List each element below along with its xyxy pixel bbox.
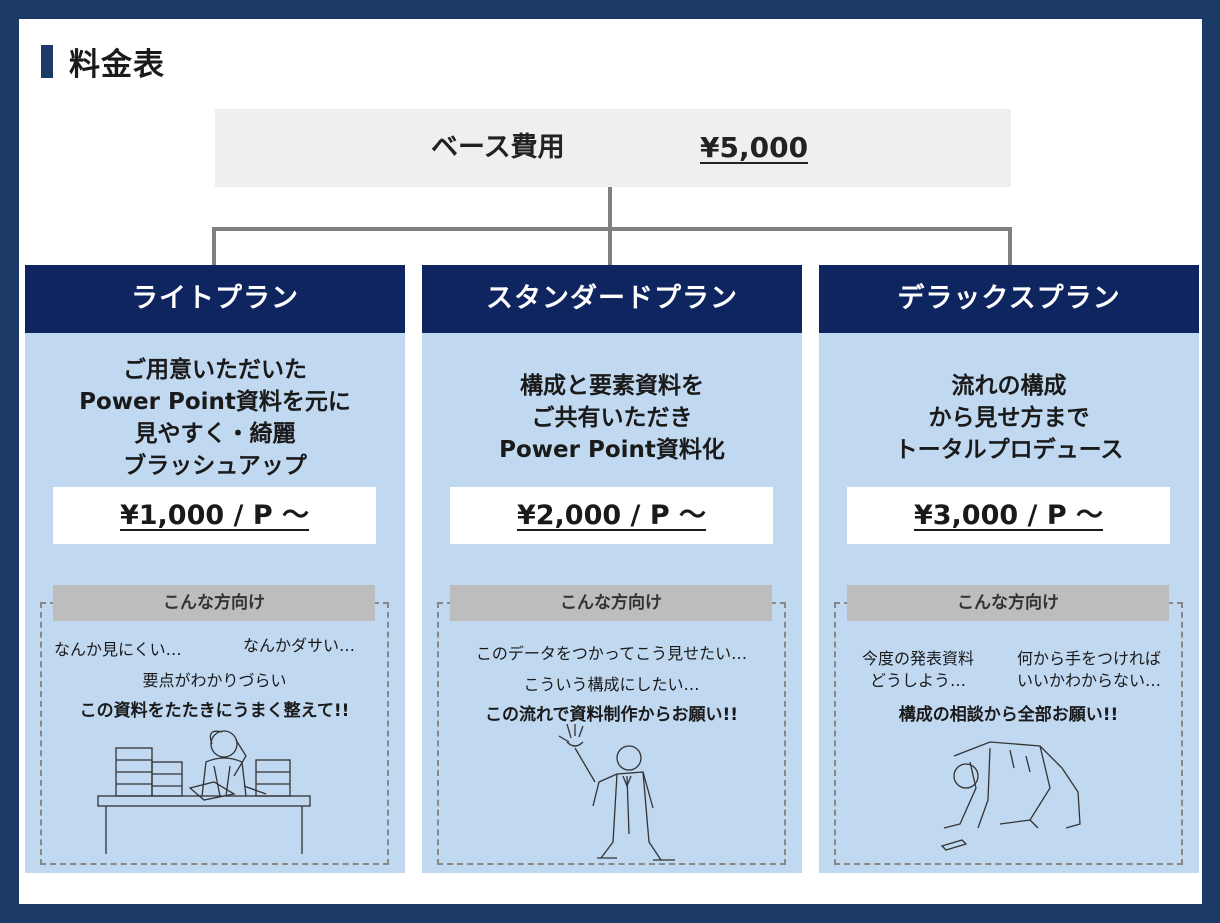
plan-name: スタンダードプラン bbox=[422, 265, 802, 333]
base-fee-price: ¥5,000 bbox=[700, 131, 809, 164]
connector-left bbox=[212, 227, 216, 265]
plan-name: デラックスプラン bbox=[819, 265, 1199, 333]
desc-line: ご用意いただいた bbox=[123, 357, 307, 383]
need-text: このデータをつかってこう見せたい… bbox=[475, 644, 748, 663]
target-audience-box: このデータをつかってこう見せたい… こういう構成にしたい… この流れで資料制作か… bbox=[437, 602, 786, 865]
page-title: 料金表 bbox=[41, 39, 165, 84]
target-audience-box: なんか見にくい… なんかダサい… 要点がわかりづらい この資料をたたきにうまく整… bbox=[40, 602, 389, 865]
kneeling-worker-illustration bbox=[940, 741, 1081, 851]
need-text: なんかダサい… bbox=[243, 636, 356, 655]
desc-line: Power Point資料化 bbox=[499, 437, 725, 463]
plan-price-text: ¥3,000 / P 〜 bbox=[913, 500, 1104, 531]
plan-price-text: ¥1,000 / P 〜 bbox=[119, 500, 310, 531]
need-text: こういう構成にしたい… bbox=[523, 675, 700, 694]
plan-card-standard: スタンダードプラン 構成と要素資料を ご共有いただき Power Point資料… bbox=[422, 265, 802, 873]
plan-description: 流れの構成 から見せ方まで トータルプロデュース bbox=[819, 353, 1199, 483]
need-text: いいかわからない… bbox=[1016, 671, 1161, 690]
base-fee-label: ベース費用 bbox=[431, 132, 565, 163]
connector-trunk bbox=[608, 187, 612, 265]
desc-line: ブラッシュアップ bbox=[123, 453, 307, 479]
desc-line: から見せ方まで bbox=[928, 405, 1090, 431]
plan-price-text: ¥2,000 / P 〜 bbox=[516, 500, 707, 531]
need-text: 何から手をつければ bbox=[1016, 649, 1161, 668]
plan-price: ¥1,000 / P 〜 bbox=[53, 487, 376, 544]
desc-line: 構成と要素資料を bbox=[520, 373, 704, 399]
desc-line: 流れの構成 bbox=[951, 373, 1067, 399]
plan-price: ¥2,000 / P 〜 bbox=[450, 487, 773, 544]
request-text: この資料をたたきにうまく整えて!! bbox=[79, 701, 350, 721]
plan-card-light: ライトプラン ご用意いただいた Power Point資料を元に 見やすく・綺麗… bbox=[25, 265, 405, 873]
plan-description: ご用意いただいた Power Point資料を元に 見やすく・綺麗 ブラッシュア… bbox=[25, 353, 405, 483]
plan-name: ライトプラン bbox=[25, 265, 405, 333]
base-fee-box: ベース費用 ¥5,000 bbox=[215, 109, 1011, 187]
page-canvas: 料金表 ベース費用 ¥5,000 ライトプラン ご用意いただいた Power P… bbox=[19, 19, 1202, 904]
need-text: 今度の発表資料 bbox=[861, 649, 974, 668]
need-text: なんか見にくい… bbox=[54, 640, 182, 659]
desc-line: トータルプロデュース bbox=[894, 437, 1124, 463]
target-audience-box: 今度の発表資料 どうしよう… 何から手をつければ いいかわからない… 構成の相談… bbox=[834, 602, 1183, 865]
need-text: どうしよう… bbox=[869, 671, 966, 690]
desc-line: Power Point資料を元に bbox=[79, 389, 351, 415]
request-text: この流れで資料制作からお願い!! bbox=[485, 705, 738, 725]
target-audience-header: こんな方向け bbox=[450, 585, 772, 621]
page-title-text: 料金表 bbox=[69, 47, 165, 83]
connector-right bbox=[1008, 227, 1012, 265]
plan-price: ¥3,000 / P 〜 bbox=[847, 487, 1170, 544]
stressed-worker-illustration bbox=[97, 730, 311, 854]
desc-line: 見やすく・綺麗 bbox=[134, 421, 296, 447]
raising-hand-worker-illustration bbox=[558, 724, 675, 861]
desc-line: ご共有いただき bbox=[531, 405, 693, 431]
connector-horizontal bbox=[212, 227, 1012, 231]
target-audience-header: こんな方向け bbox=[53, 585, 375, 621]
need-text: 要点がわかりづらい bbox=[142, 671, 287, 690]
request-text: 構成の相談から全部お願い!! bbox=[898, 705, 1119, 725]
target-audience-header: こんな方向け bbox=[847, 585, 1169, 621]
title-accent-bar bbox=[41, 45, 53, 78]
plan-description: 構成と要素資料を ご共有いただき Power Point資料化 bbox=[422, 353, 802, 483]
plan-card-deluxe: デラックスプラン 流れの構成 から見せ方まで トータルプロデュース ¥3,000… bbox=[819, 265, 1199, 873]
